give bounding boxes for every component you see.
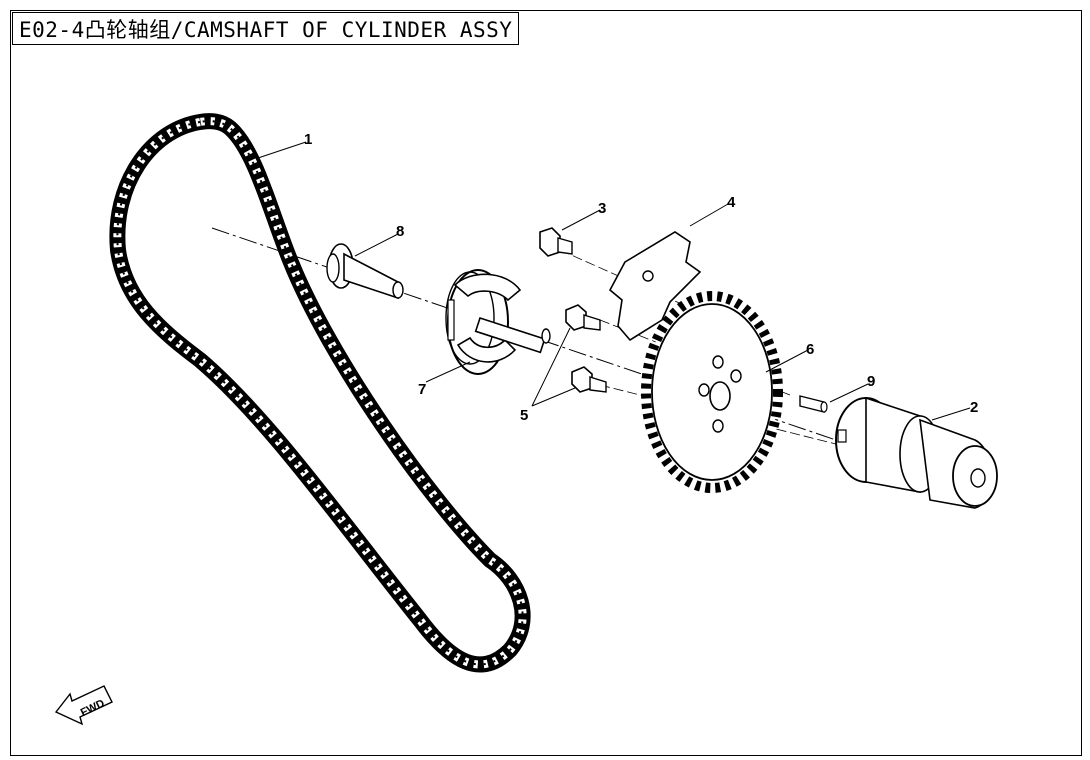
callout-leaders [257, 141, 971, 421]
dowel-pin [799, 395, 828, 413]
callout-8: 8 [396, 223, 404, 240]
bolt [539, 227, 573, 257]
bolts [565, 304, 607, 393]
page-title: E02-4凸轮轴组/CAMSHAFT OF CYLINDER ASSY [12, 12, 520, 45]
lock-plate [608, 231, 702, 342]
camshaft [835, 396, 998, 509]
callout-3: 3 [598, 200, 606, 217]
callout-5: 5 [520, 407, 528, 424]
drawing-frame [10, 10, 1082, 756]
callout-7: 7 [418, 381, 426, 398]
decompressor-weight [445, 269, 551, 375]
cam-sprocket [641, 291, 783, 493]
callout-9: 9 [867, 373, 875, 390]
fwd-arrow-icon: FWD [54, 685, 113, 726]
timing-chain [109, 113, 531, 673]
callout-1: 1 [304, 131, 312, 148]
shaft [326, 243, 404, 300]
callout-6: 6 [806, 341, 814, 358]
callout-2: 2 [970, 399, 978, 416]
page-title-text: E02-4凸轮轴组/CAMSHAFT OF CYLINDER ASSY [19, 17, 513, 42]
callout-4: 4 [727, 194, 736, 211]
